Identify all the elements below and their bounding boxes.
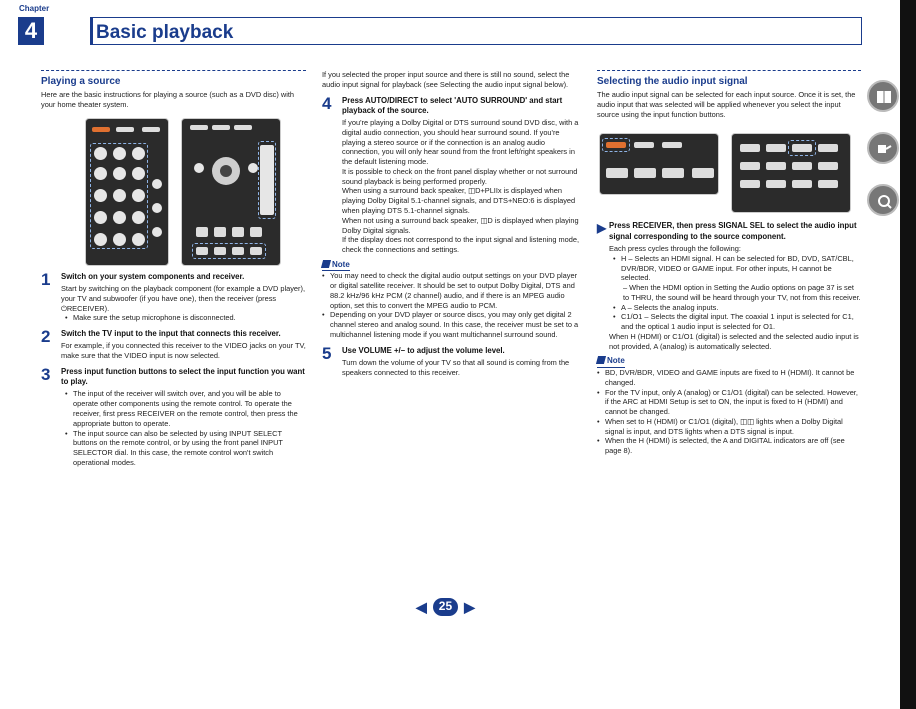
step-1-title: Switch on your system components and rec… bbox=[61, 271, 245, 281]
step-1-body: Start by switching on the playback compo… bbox=[61, 284, 306, 313]
note-heading: Note bbox=[320, 259, 350, 272]
step-2-body: For example, if you connected this recei… bbox=[61, 341, 306, 361]
step-arrow-icon: ▶ bbox=[597, 221, 607, 236]
step-1: 1 Switch on your system components and r… bbox=[41, 269, 306, 323]
cycle-item-analog: A – Selects the analog inputs. bbox=[613, 303, 861, 313]
page-title: Basic playback bbox=[96, 22, 234, 43]
remote-image-receiver bbox=[599, 133, 719, 196]
note-2-item-1: BD, DVR/BDR, VIDEO and GAME inputs are f… bbox=[597, 368, 861, 388]
note-item-1: You may need to check the digital audio … bbox=[322, 271, 582, 310]
step-4-p3: When using a surround back speaker, ◫D+P… bbox=[342, 186, 576, 215]
step-number: 5 bbox=[322, 343, 332, 363]
step-3: 3 Press input function buttons to select… bbox=[41, 364, 306, 468]
prev-page-icon[interactable]: ◀ bbox=[416, 599, 427, 615]
remote-illustrations-2 bbox=[599, 133, 861, 214]
connector-icon[interactable] bbox=[867, 132, 899, 164]
audio-intro: The audio input signal can be selected f… bbox=[597, 90, 856, 119]
step-4-p5: If the display does not correspond to th… bbox=[342, 235, 580, 255]
note-icon bbox=[320, 259, 332, 268]
pagination: ◀ 25 ▶ bbox=[416, 598, 475, 617]
step-5-body: Turn down the volume of your TV so that … bbox=[342, 358, 570, 377]
step-signal-sel: ▶ Press RECEIVER, then press SIGNAL SEL … bbox=[597, 221, 861, 351]
step-4-title: Press AUTO/DIRECT to select 'AUTO SURROU… bbox=[342, 95, 563, 115]
note-item-2: Depending on your DVD player or source d… bbox=[322, 310, 582, 339]
cycle-item-hdmi-sub: – When the HDMI option in Setting the Au… bbox=[623, 283, 861, 302]
step-number: 3 bbox=[41, 364, 51, 384]
next-page-icon[interactable]: ▶ bbox=[464, 599, 475, 615]
step-4-p1: If you're playing a Dolby Digital or DTS… bbox=[342, 118, 579, 167]
remote-illustrations bbox=[85, 117, 306, 266]
remote-image-signal-sel bbox=[731, 133, 851, 214]
step-2: 2 Switch the TV input to the input that … bbox=[41, 327, 306, 361]
section-title-playing: Playing a source bbox=[41, 70, 306, 88]
after-text: When H (HDMI) or C1/O1 (digital) is sele… bbox=[609, 331, 859, 351]
step-signal-sel-title: Press RECEIVER, then press SIGNAL SEL to… bbox=[609, 221, 857, 241]
step-4: 4 Press AUTO/DIRECT to select 'AUTO SURR… bbox=[322, 93, 582, 255]
step-4-p2: It is possible to check on the front pan… bbox=[342, 166, 578, 186]
cycle-item-digital: C1/O1 – Selects the digital input. The c… bbox=[613, 312, 861, 332]
chapter-number: 4 bbox=[18, 17, 44, 45]
no-sound-text: If you selected the proper input source … bbox=[322, 70, 570, 89]
cycle-text: Each press cycles through the following: bbox=[609, 244, 741, 254]
section-title-audio-input: Selecting the audio input signal bbox=[597, 70, 861, 88]
column-2: If you selected the proper input source … bbox=[320, 70, 582, 378]
step-3-bullet-1: The input of the receiver will switch ov… bbox=[65, 389, 306, 428]
remote-image-left bbox=[85, 117, 169, 266]
step-number: 4 bbox=[322, 93, 332, 113]
step-number: 1 bbox=[41, 269, 51, 289]
note-2-item-4: When the H (HDMI) is selected, the A and… bbox=[597, 436, 861, 456]
column-1: Playing a source Here are the basic inst… bbox=[41, 70, 306, 468]
tools-icon[interactable] bbox=[867, 184, 899, 216]
note-icon bbox=[595, 356, 607, 365]
book-icon[interactable] bbox=[867, 80, 899, 112]
note-2-item-2: For the TV input, only A (analog) or C1/… bbox=[597, 388, 861, 417]
right-edge-strip bbox=[900, 0, 916, 709]
note-heading-2: Note bbox=[595, 356, 625, 369]
step-5-title: Use VOLUME +/– to adjust the volume leve… bbox=[342, 345, 505, 355]
page-number: 25 bbox=[432, 598, 459, 617]
step-number: 2 bbox=[41, 327, 51, 347]
column-3: Selecting the audio input signal The aud… bbox=[595, 70, 861, 456]
title-bar bbox=[90, 17, 862, 45]
step-3-title: Press input function buttons to select t… bbox=[61, 366, 305, 387]
step-5: 5 Use VOLUME +/– to adjust the volume le… bbox=[322, 343, 582, 378]
step-2-title: Switch the TV input to the input that co… bbox=[61, 329, 281, 339]
note-2-item-3: When set to H (HDMI) or C1/O1 (digital),… bbox=[597, 417, 861, 437]
intro-text: Here are the basic instructions for play… bbox=[41, 90, 295, 109]
chapter-label: Chapter bbox=[19, 4, 50, 13]
cycle-item-hdmi: H – Selects an HDMI signal. H can be sel… bbox=[613, 254, 861, 283]
step-4-p4: When not using a surround back speaker, … bbox=[342, 215, 579, 235]
step-3-bullet-2: The input source can also be selected by… bbox=[65, 429, 306, 468]
step-1-bullet: Make sure the setup microphone is discon… bbox=[65, 313, 306, 323]
remote-image-right bbox=[181, 117, 281, 266]
